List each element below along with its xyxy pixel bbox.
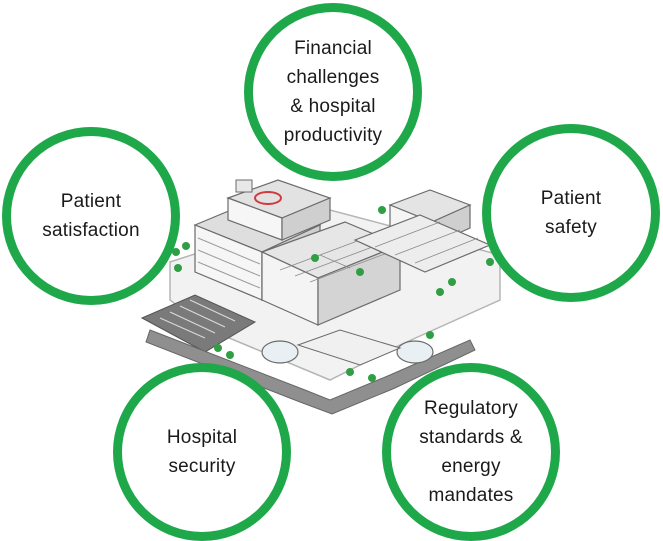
circle-hospital-security: Hospital security (113, 363, 291, 541)
circle-label: Patient safety (540, 188, 602, 238)
parking-spaces (159, 299, 236, 339)
circle-regulatory-standards: Regulatory standards & energy mandates (382, 363, 560, 541)
circle-label: Regulatory standards & energy mandates (419, 398, 523, 506)
circle-label: Hospital security (166, 427, 238, 477)
central-wing-side (317, 244, 401, 326)
interior-rooms (279, 239, 391, 283)
lower-corridor (296, 329, 402, 366)
circle-label: Patient satisfaction (42, 191, 140, 241)
helipad-icon (254, 191, 282, 205)
circle-patient-satisfaction: Patient satisfaction (2, 127, 180, 305)
rooftop-unit (235, 179, 253, 193)
right-wing-rooms (374, 221, 479, 264)
circle-label: Financial challenges & hospital producti… (283, 38, 383, 146)
circle-patient-safety: Patient safety (482, 124, 660, 302)
glass-dome-left (261, 340, 299, 364)
main-building-windows (197, 237, 261, 289)
tower-side (281, 197, 331, 241)
parking-lot (140, 294, 257, 353)
glass-dome-right (396, 340, 434, 364)
circle-financial-challenges: Financial challenges & hospital producti… (244, 3, 422, 181)
trees (172, 206, 494, 382)
